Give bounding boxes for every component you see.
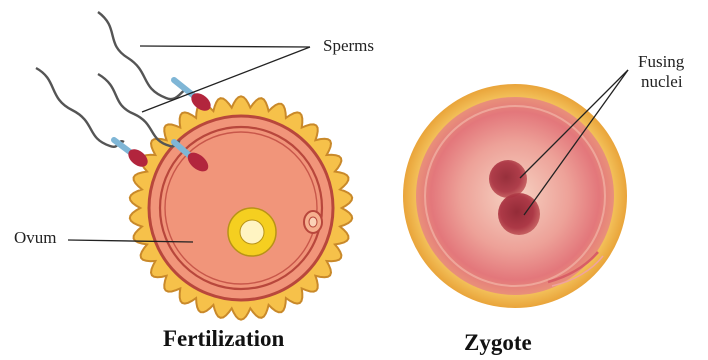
sperms-leader-line-1 [140,46,310,47]
ovum-nucleolus [240,220,264,244]
polar-body-core [309,217,317,227]
zygote-figure [403,70,628,308]
fertilization-caption: Fertilization [163,326,284,352]
fusing-nucleus-lower [498,193,540,235]
sperm-1 [98,12,214,114]
ovum-label: Ovum [14,229,57,248]
sperm-tail [36,68,124,147]
fusing-nuclei-label-line1: Fusing [638,53,684,72]
fertilization-figure [36,12,352,320]
sperms-label: Sperms [323,37,374,56]
sperm-2 [36,68,151,170]
fusing-nuclei-label-line2: nuclei [641,73,683,92]
fusing-nucleus-upper [489,160,527,198]
zygote-caption: Zygote [464,330,532,356]
